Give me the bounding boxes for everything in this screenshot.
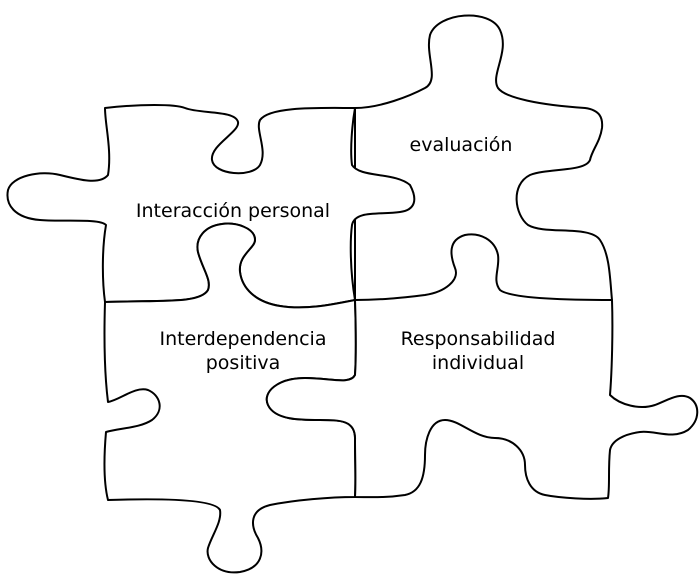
interdependencia-line-2: positiva [205,352,281,374]
piece-label-evaluacion: evaluación [409,134,513,156]
responsabilidad-line-2: individual [431,352,525,374]
piece-label-interaccion: Interacción personal [135,200,331,222]
responsabilidad-line-1: Responsabilidad [400,328,556,350]
interdependencia-line-1: Interdependencia [159,328,327,350]
piece-label-interdependencia: Interdependencia positiva [160,327,327,375]
piece-responsabilidad [265,233,699,500]
piece-evaluacion [354,14,613,301]
piece-label-responsabilidad: Responsabilidad individual [401,327,556,375]
